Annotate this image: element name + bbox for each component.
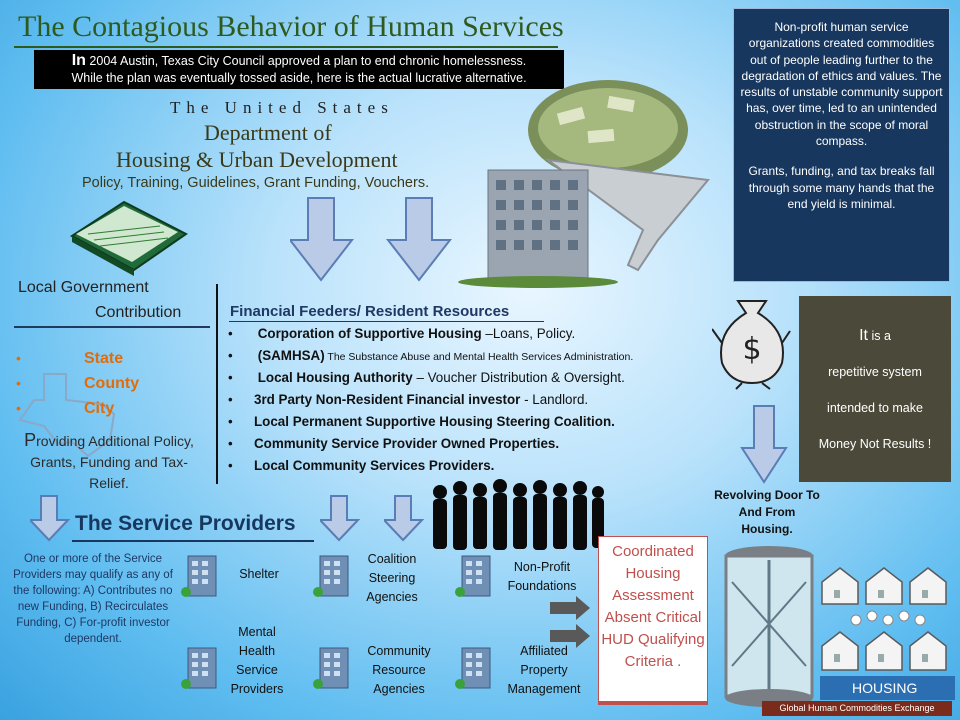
qualify-text: One or more of the Service Providers may… [13, 553, 173, 645]
money-bag-icon: $ [712, 300, 791, 390]
intro-line2: While the plan was eventually tossed asi… [71, 71, 527, 85]
feeder-rest: - Landlord. [520, 392, 589, 407]
title-underline [14, 46, 558, 48]
provider-mental-health: Mental Health Service Providers [230, 625, 284, 696]
svg-text:$: $ [742, 332, 761, 367]
section-divider [216, 284, 218, 484]
hud-country: The United States [170, 98, 394, 117]
hud-name: Housing & Urban Development [116, 147, 398, 172]
local-gov-item: •County [16, 375, 140, 392]
local-gov-city: City [84, 400, 115, 417]
ledger-book-icon [70, 200, 188, 276]
feeder-bold: Local Permanent Supportive Housing Steer… [254, 414, 615, 429]
feeder-item: •Local Community Services Providers. [228, 458, 495, 473]
housing-bar [820, 676, 955, 700]
people-silhouettes-image [433, 479, 604, 550]
intro-lead: In [71, 52, 86, 69]
building-icon [181, 647, 217, 689]
houses-image [821, 567, 947, 671]
commentary-para2: Grants, funding, and tax breaks fall thr… [748, 164, 935, 211]
intro-banner: In 2004 Austin, Texas City Council appro… [34, 50, 564, 89]
local-gov-providing: Providing Additional Policy, Grants, Fun… [14, 430, 204, 494]
building-icon [313, 555, 349, 597]
housing-label: HOUSING [852, 680, 918, 696]
feeder-bold: Local Housing Authority [257, 370, 413, 385]
building-icon [181, 555, 217, 597]
feeder-item: •3rd Party Non-Resident Financial invest… [228, 392, 589, 407]
feeder-rest: – Voucher Distribution & Oversight. [412, 370, 625, 385]
hud-subtitle: Policy, Training, Guidelines, Grant Fund… [82, 175, 430, 191]
providing-cap: P [24, 430, 37, 450]
local-gov-item: •City [16, 400, 115, 417]
hud-down-arrows [290, 197, 453, 282]
building-icon [455, 647, 491, 689]
intro-year: 2004 [89, 54, 118, 68]
feeder-item: • (SAMHSA) The Substance Abuse and Menta… [228, 348, 634, 363]
service-providers-rule [72, 540, 314, 542]
local-gov-title: Local Government [18, 279, 149, 296]
provider-community: Community Resource Agencies [367, 644, 431, 696]
rep-line2: repetitive system [828, 365, 922, 379]
feeder-bold: (SAMHSA) [257, 348, 325, 363]
page-title: The Contagious Behavior of Human Service… [18, 10, 564, 43]
rep-cap: It [859, 327, 868, 344]
texas-outline-image [18, 373, 116, 458]
feeder-item: • Local Housing Authority – Voucher Dist… [228, 370, 625, 385]
commentary-box: Non-profit human service organizations c… [733, 8, 950, 282]
local-gov-title2: Contribution [95, 304, 182, 321]
service-arrow-left [30, 495, 70, 542]
provider-shelter: Shelter [239, 567, 279, 581]
commentary-para1: Non-profit human service organizations c… [740, 20, 943, 149]
feeder-item: •Local Permanent Supportive Housing Stee… [228, 414, 615, 429]
service-arrow-right [384, 495, 424, 542]
local-gov-rule [14, 326, 210, 328]
rep-line4: Money Not Results ! [818, 437, 932, 451]
rep-line1: is a [871, 329, 891, 343]
revolving-door-label: Revolving Door To And From Housing. [714, 488, 820, 536]
financial-feeders-rule [229, 321, 544, 322]
provider-foundations: Non-Profit Foundations [507, 560, 577, 593]
feeder-bold: Local Community Services Providers. [254, 458, 495, 473]
financial-feeders-title: Financial Feeders/ Resident Resources [230, 303, 510, 320]
repetitive-system-box: It is a repetitive system intended to ma… [799, 296, 951, 482]
feeder-bold: Community Service Provider Owned Propert… [254, 436, 560, 451]
hud-dept: Department of [204, 120, 332, 145]
money-funnel-building-image [458, 80, 710, 288]
local-gov-list: •State •County •City [16, 350, 139, 425]
assessment-box: Coordinated Housing Assessment Absent Cr… [598, 536, 708, 702]
footer-credit: Global Human Commodities Exchange [762, 701, 952, 716]
feeder-bold: 3rd Party Non-Resident Financial investo… [254, 392, 521, 407]
feeder-bold: Corporation of Supportive Housing [257, 326, 482, 341]
providing-rest: roviding Additional Policy, Grants, Fund… [30, 433, 194, 491]
intro-line1: Austin, Texas City Council approved a pl… [117, 54, 527, 68]
building-icon [455, 555, 491, 597]
provider-coalition: Coalition Steering Agencies [366, 552, 418, 604]
local-gov-county: County [84, 375, 140, 392]
service-arrow-mid [320, 495, 360, 542]
feeder-small: The Substance Abuse and Mental Health Se… [324, 351, 634, 363]
provider-property: Affiliated Property Management [507, 644, 581, 696]
feeder-rest: –Loans, Policy. [481, 326, 576, 341]
building-icon [313, 647, 349, 689]
local-gov-item: •State [16, 350, 124, 367]
to-assessment-arrows [550, 596, 590, 648]
feeder-item: •Community Service Provider Owned Proper… [228, 436, 560, 451]
revolving-door-image [724, 546, 814, 707]
assessment-underline [598, 702, 708, 705]
feeder-item: • Corporation of Supportive Housing –Loa… [228, 326, 576, 341]
rep-line3: intended to make [827, 401, 923, 415]
financial-feeders-list: • Corporation of Supportive Housing –Loa… [228, 326, 633, 480]
revolving-down-arrow [740, 405, 788, 484]
service-providers-title: The Service Providers [75, 512, 296, 535]
local-gov-state: State [84, 350, 124, 367]
